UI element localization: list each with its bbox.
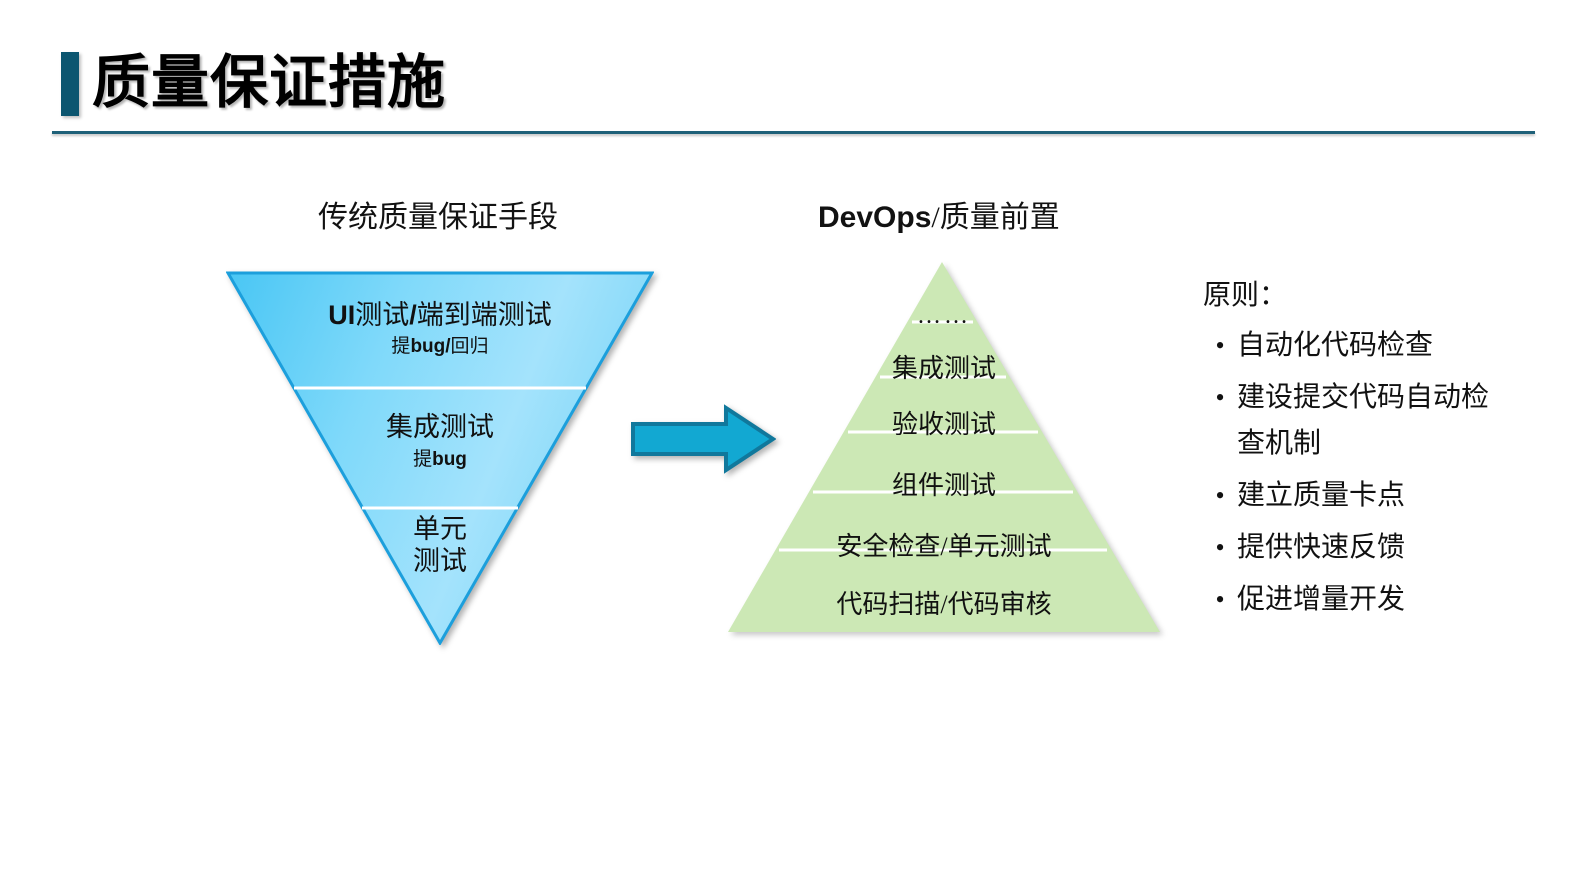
bullet-icon: •	[1215, 533, 1225, 562]
bullet-icon: •	[1215, 383, 1225, 412]
title-accent-bar	[61, 52, 79, 116]
principle-item: • 促进增量开发	[1203, 577, 1553, 623]
principles-list: 原则： • 自动化代码检查 • 建设提交代码自动检查机制 • 建立质量卡点 • …	[1203, 275, 1553, 623]
right-section-heading: DevOps/质量前置	[818, 198, 1060, 238]
page-title: 质量保证措施	[92, 50, 447, 115]
principle-item: • 建立质量卡点	[1203, 473, 1553, 519]
principle-text: 自动化代码检查	[1237, 330, 1434, 361]
right-arrow-shape	[631, 404, 776, 474]
devops-quality-pyramid	[726, 260, 1162, 634]
principle-text: 建立质量卡点	[1237, 480, 1406, 511]
right-section-heading-cjk: /质量前置	[931, 201, 1060, 234]
principle-text: 促进增量开发	[1237, 584, 1406, 615]
principle-item: • 建设提交代码自动检查机制	[1203, 375, 1553, 467]
pyramid-body	[728, 262, 1160, 632]
bullet-icon: •	[1215, 585, 1225, 614]
bullet-icon: •	[1215, 481, 1225, 510]
right-arrow-icon	[630, 404, 776, 474]
principles-title: 原则：	[1203, 280, 1288, 311]
principle-item: • 自动化代码检查	[1203, 323, 1553, 369]
principle-text: 建设提交代码自动检查机制	[1237, 382, 1490, 459]
title-divider-rule	[52, 131, 1535, 134]
inverted-triangle-body	[226, 271, 654, 645]
right-section-heading-latin: DevOps	[818, 201, 932, 234]
principle-text: 提供快速反馈	[1237, 532, 1406, 563]
traditional-testing-inverted-triangle	[226, 271, 654, 645]
principle-item: • 提供快速反馈	[1203, 525, 1553, 571]
bullet-icon: •	[1215, 331, 1225, 360]
left-section-heading: 传统质量保证手段	[318, 201, 558, 234]
